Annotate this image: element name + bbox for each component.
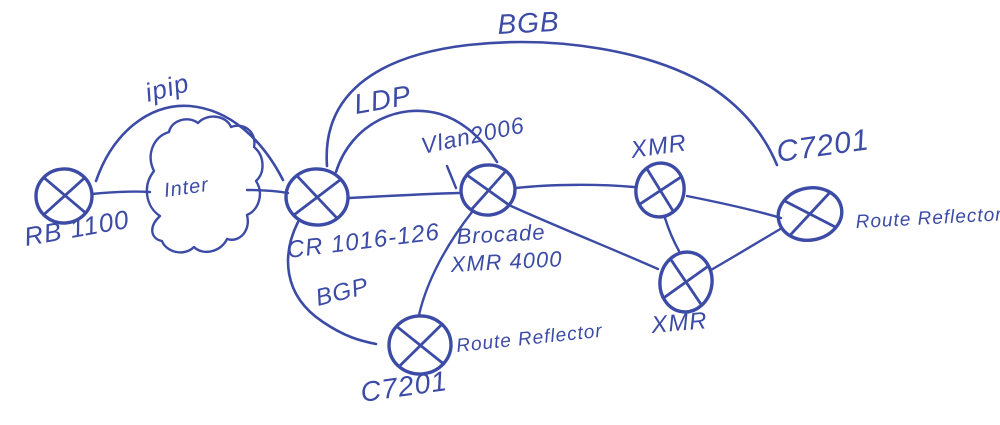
internet-cloud: Inter bbox=[145, 115, 264, 254]
router-x-stroke bbox=[663, 264, 710, 299]
vlan-tick bbox=[445, 164, 458, 190]
link-xmrbottom-rr bbox=[709, 226, 784, 272]
router-x-stroke bbox=[292, 177, 343, 217]
node-c7201-bottom: C7201 Route Reflector bbox=[359, 314, 604, 408]
router-icon bbox=[634, 161, 686, 219]
router-icon bbox=[284, 167, 350, 227]
router-x-stroke bbox=[398, 322, 444, 368]
cloud-icon bbox=[145, 115, 264, 254]
link-rb1100-cloud bbox=[90, 190, 152, 196]
router-x-stroke bbox=[638, 175, 684, 206]
router-x-stroke bbox=[43, 177, 86, 215]
link-label-vlan: Vlan2006 bbox=[419, 112, 527, 159]
router-x-stroke bbox=[789, 190, 832, 236]
router-ring bbox=[284, 167, 350, 227]
link-brocade-xmrtop bbox=[514, 183, 636, 190]
node-role-c7201-bottom: Route Reflector bbox=[455, 321, 603, 357]
router-icon bbox=[776, 186, 844, 242]
router-ring bbox=[459, 163, 517, 217]
link-label-ipip: ipip bbox=[142, 67, 193, 107]
router-x-stroke bbox=[470, 169, 507, 211]
link-brocade-c7201bottom bbox=[417, 210, 474, 317]
node-ccr: CR 1016-126 bbox=[284, 167, 441, 264]
node-label-rb1100: RB 1100 bbox=[22, 204, 132, 252]
node-label-c7201-right: C7201 bbox=[774, 123, 871, 169]
node-label-xmr-top: XMR bbox=[628, 129, 689, 164]
link-ccr-brocade bbox=[347, 191, 461, 200]
node-rb1100: RB 1100 bbox=[22, 167, 132, 252]
node-brocade: Brocade XMR 4000 bbox=[449, 163, 563, 277]
link-xmrtop-rr bbox=[685, 194, 783, 220]
cloud-label: Inter bbox=[163, 174, 211, 202]
link-label-ldp: LDP bbox=[352, 79, 414, 120]
link-bgb-arc bbox=[325, 40, 779, 168]
link-brocade-xmrbottom bbox=[509, 204, 660, 271]
node-label-c7201-bottom: C7201 bbox=[359, 365, 450, 408]
router-ring bbox=[34, 167, 94, 225]
router-icon bbox=[387, 314, 453, 376]
link-ldp-arc bbox=[334, 109, 499, 174]
node-xmr-bottom: XMR bbox=[649, 250, 714, 339]
router-ring bbox=[387, 314, 453, 376]
node-role-c7201-right: Route Reflector bbox=[855, 204, 1000, 233]
router-icon bbox=[658, 250, 714, 314]
router-ring bbox=[658, 250, 714, 314]
router-icon bbox=[459, 163, 517, 217]
node-label-brocade-line1: Brocade bbox=[456, 219, 546, 249]
links bbox=[90, 40, 784, 346]
link-ipip-arc bbox=[94, 104, 285, 183]
node-xmr-top: XMR bbox=[628, 129, 689, 219]
router-ring bbox=[634, 161, 686, 219]
router-icon bbox=[34, 167, 94, 225]
link-xmrtop-xmrbottom bbox=[663, 216, 681, 253]
router-ring bbox=[776, 186, 844, 242]
node-c7201-right: C7201 Route Reflector bbox=[774, 123, 1000, 242]
node-label-brocade-line2: XMR 4000 bbox=[449, 246, 563, 277]
link-label-bgp: BGP bbox=[313, 273, 372, 312]
link-cloud-ccr bbox=[245, 188, 290, 195]
link-bgp-arc bbox=[286, 220, 378, 346]
link-label-bgb: BGB bbox=[497, 6, 561, 40]
node-label-xmr-bottom: XMR bbox=[649, 307, 708, 339]
